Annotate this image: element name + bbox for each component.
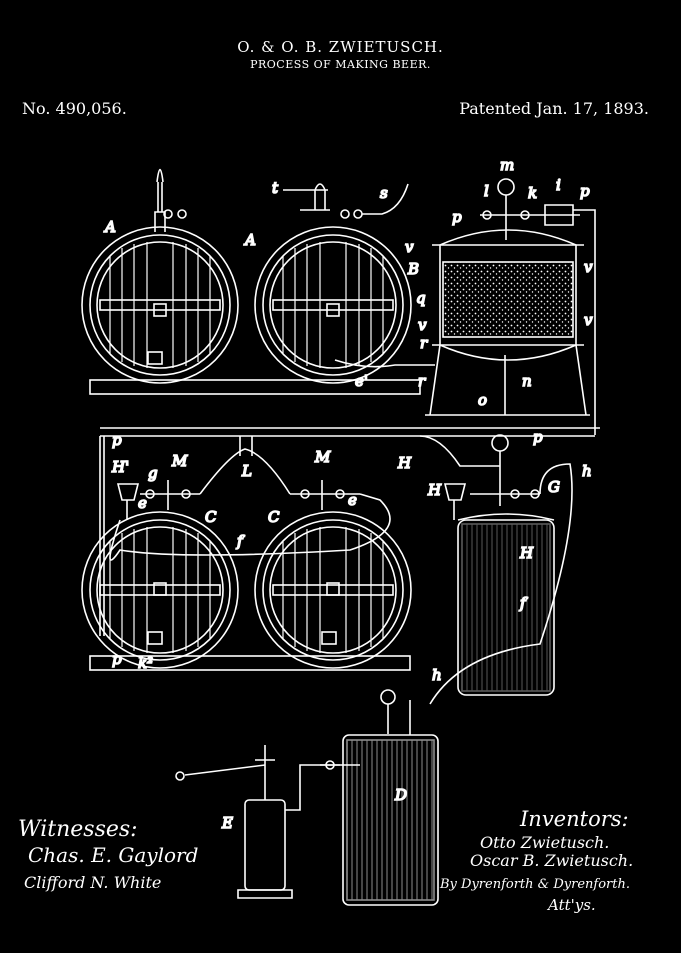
label-p5: p (112, 650, 122, 668)
drawing-labels: A A B C C D E f f G H H H' H L M M e e e… (102, 155, 594, 833)
barrel-c-left (81, 480, 239, 669)
label-m2: M (314, 448, 331, 466)
label-a2: A (243, 231, 256, 249)
label-h: H (397, 454, 412, 472)
label-g-small: g (148, 464, 158, 482)
inventors-heading: Inventors: (519, 807, 629, 831)
label-f1: f (236, 532, 245, 550)
pipe-l-drop (239, 436, 253, 456)
label-v1: v (405, 238, 414, 256)
barrel-a-left (81, 168, 239, 384)
label-c1: C (205, 508, 217, 526)
witnesses-heading: Witnesses: (18, 817, 138, 842)
label-i: i (556, 176, 561, 194)
pump-e (175, 745, 340, 899)
label-k2: k² (138, 654, 153, 672)
label-r1: r (420, 334, 428, 352)
label-o: o (478, 391, 487, 409)
label-m1: M (171, 452, 188, 470)
attorneys-by: By Dyrenforth & Dyrenforth. (439, 877, 630, 892)
pipe-p (100, 427, 600, 437)
label-p2: p (452, 208, 462, 226)
barrel-c-right (254, 480, 412, 669)
label-h1: H (427, 481, 442, 499)
label-n: n (522, 372, 532, 390)
label-e: E (221, 814, 233, 832)
label-a1: A (103, 218, 116, 236)
witness-name-1: Chas. E. Gaylord (28, 843, 198, 867)
attorneys-label: Att'ys. (546, 896, 596, 914)
label-q: q (416, 289, 426, 307)
label-m: m (500, 156, 514, 174)
label-l: L (241, 462, 252, 480)
patent-subtitle: PROCESS OF MAKING BEER. (250, 58, 431, 71)
patent-title: O. & O. B. ZWIETUSCH. (237, 38, 444, 56)
label-h3: H (519, 544, 534, 562)
witnesses-block: Witnesses: Chas. E. Gaylord Clifford N. … (18, 817, 198, 892)
label-l-small: l (484, 182, 489, 200)
label-e3: e' (355, 372, 368, 390)
label-s: s (380, 184, 388, 202)
label-h1-small: h (582, 462, 592, 480)
vessel-f (429, 434, 573, 705)
label-k: k (528, 184, 537, 202)
pipe-h (419, 435, 500, 467)
label-v2: v (584, 258, 593, 276)
label-v3: v (418, 316, 427, 334)
label-v4: v (584, 311, 593, 329)
vessel-b (425, 178, 596, 435)
barrel-stand-bottom (89, 655, 411, 671)
label-r2: r (418, 372, 426, 390)
label-p1: p (580, 182, 590, 200)
label-g: G (548, 478, 560, 496)
label-c2: C (268, 508, 280, 526)
label-p3: p (112, 431, 122, 449)
inventors-block: Inventors: Otto Zwietusch. Oscar B. Zwie… (439, 807, 633, 914)
barrel-a-right (254, 183, 435, 384)
label-e2: e (348, 491, 357, 509)
patent-number: No. 490,056. (22, 99, 127, 118)
inventor-name-2: Oscar B. Zwietusch. (470, 851, 633, 870)
label-d: D (394, 786, 407, 804)
label-e1: e (138, 494, 147, 512)
barrel-stand-top (89, 379, 421, 395)
label-t: t (272, 179, 279, 197)
inventor-name-1: Otto Zwietusch. (480, 833, 609, 852)
vessel-d (320, 689, 439, 906)
patent-date: Patented Jan. 17, 1893. (459, 99, 649, 118)
witness-name-2: Clifford N. White (24, 873, 161, 892)
label-p4: p (533, 428, 543, 446)
label-b: B (407, 260, 419, 278)
label-f2: f (519, 594, 528, 612)
label-h2: H' (111, 458, 129, 476)
hose-f (109, 448, 391, 561)
label-h2-small: h (432, 666, 442, 684)
